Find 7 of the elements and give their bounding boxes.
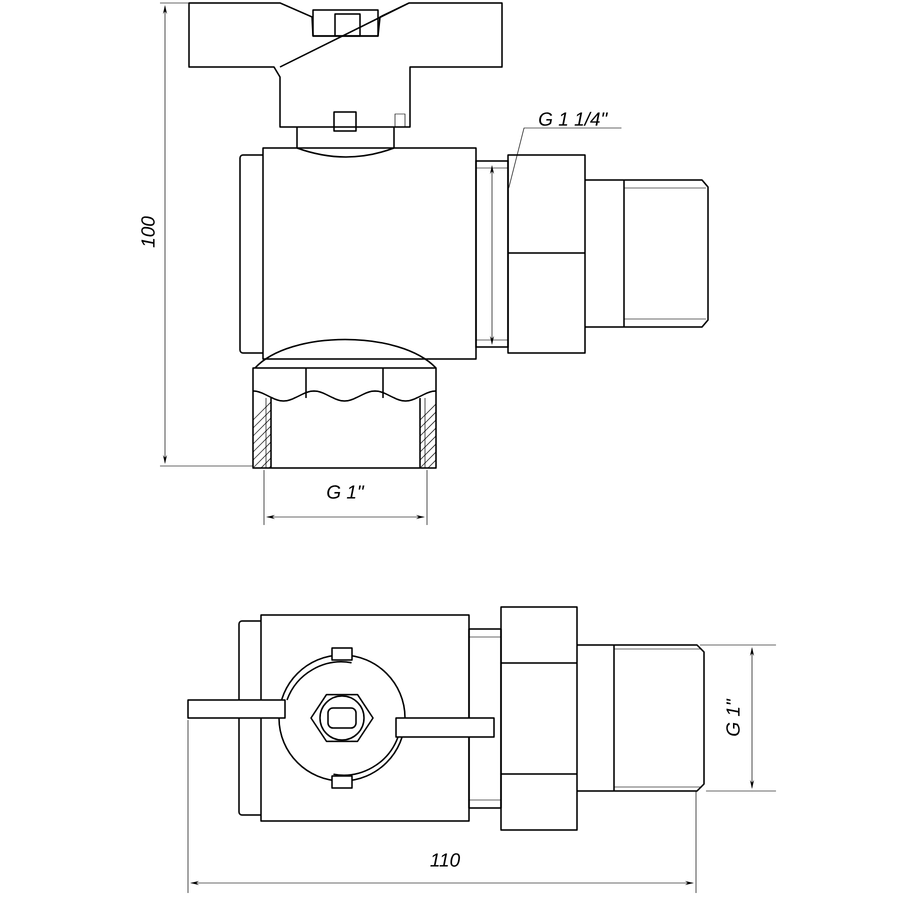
dimension-text: G 1" [726,698,740,736]
dimension-text: 110 [430,853,460,867]
leader-line [508,128,622,188]
dimension-text: G 1" [327,485,364,499]
dimension-text: G 1 1/4" [539,112,608,126]
pipe-neck [475,160,509,348]
dimension-text: 100 [141,216,155,248]
